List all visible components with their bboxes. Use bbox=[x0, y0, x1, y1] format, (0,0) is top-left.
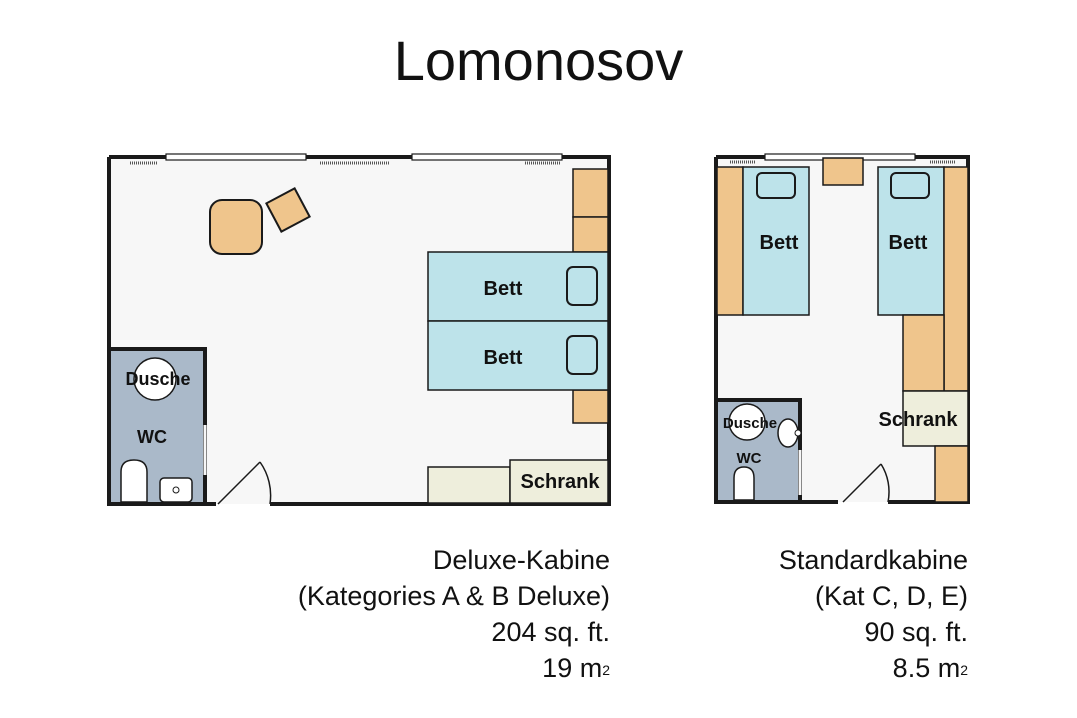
deluxe-side-table bbox=[265, 187, 311, 233]
standard-shower-label: Dusche bbox=[723, 415, 777, 432]
standard-right-cabinet-2 bbox=[902, 314, 945, 392]
deluxe-caption-categories: (Kategories A & B Deluxe) bbox=[297, 581, 610, 611]
deluxe-armchair bbox=[209, 199, 263, 255]
standard-sink-drain bbox=[794, 429, 802, 437]
deluxe-wc-label: WC bbox=[137, 427, 167, 447]
deluxe-desk bbox=[427, 466, 511, 504]
deluxe-shower-label: Dusche bbox=[125, 369, 190, 389]
deluxe-caption-sqm: 19 m bbox=[542, 653, 603, 683]
standard-wardrobe-label: Schrank bbox=[879, 409, 959, 431]
standard-caption-sqm: 8.5 m bbox=[892, 653, 961, 683]
deluxe-bed-1-label: Bett bbox=[484, 278, 523, 300]
deluxe-caption: Deluxe-Kabine (Kategories A & B Deluxe) … bbox=[230, 542, 610, 686]
deluxe-shower bbox=[133, 357, 177, 401]
page-title: Lomonosov bbox=[393, 29, 684, 92]
deluxe-caption-name: Deluxe-Kabine bbox=[432, 545, 610, 575]
deluxe-caption-sqft: 204 sq. ft. bbox=[491, 617, 610, 647]
deluxe-entrance-door bbox=[217, 461, 272, 505]
deluxe-pillow-2 bbox=[566, 335, 598, 375]
standard-caption: Standardkabine (Kat C, D, E) 90 sq. ft. … bbox=[690, 542, 968, 686]
standard-caption-area: 8.5 m2 bbox=[690, 650, 968, 686]
standard-left-cabinet bbox=[716, 166, 744, 316]
standard-wc-label: WC bbox=[737, 450, 762, 467]
deluxe-bed-2-label: Bett bbox=[484, 347, 523, 369]
deluxe-toilet-icon bbox=[120, 459, 148, 503]
deluxe-window-right bbox=[411, 153, 563, 161]
standard-shower bbox=[728, 403, 766, 441]
standard-caption-name: Standardkabine bbox=[778, 545, 968, 575]
deluxe-sink-drain bbox=[172, 486, 180, 494]
standard-caption-categories: (Kat C, D, E) bbox=[814, 581, 968, 611]
standard-toilet-icon bbox=[733, 466, 755, 501]
deluxe-cabinet-2 bbox=[572, 216, 609, 253]
deluxe-wardrobe bbox=[509, 459, 609, 504]
standard-wardrobe bbox=[902, 390, 969, 447]
standard-entrance-door bbox=[842, 463, 890, 503]
standard-right-cabinet-3 bbox=[934, 445, 969, 503]
deluxe-nightstand bbox=[572, 389, 609, 424]
deluxe-bed-1 bbox=[427, 251, 609, 322]
standard-caption-sup: 2 bbox=[960, 662, 968, 678]
standard-bed-1-label: Bett bbox=[760, 232, 799, 254]
deluxe-cabin-plan: Bett Bett Schrank Dusche WC bbox=[107, 153, 611, 506]
standard-pillow-2 bbox=[890, 172, 930, 199]
deluxe-caption-sup: 2 bbox=[602, 662, 610, 678]
deluxe-pillow-1 bbox=[566, 266, 598, 306]
deluxe-sink bbox=[159, 477, 193, 503]
deluxe-cabinet-1 bbox=[572, 168, 609, 218]
standard-cabin-plan: Bett Bett Schrank Dusche WC bbox=[714, 153, 970, 504]
deluxe-caption-area: 19 m2 bbox=[230, 650, 610, 686]
deluxe-wardrobe-label: Schrank bbox=[521, 471, 601, 493]
standard-bed-2-label: Bett bbox=[889, 232, 928, 254]
standard-right-cabinet-1 bbox=[943, 166, 969, 392]
standard-table bbox=[822, 157, 864, 186]
standard-pillow-1 bbox=[756, 172, 796, 199]
standard-caption-sqft: 90 sq. ft. bbox=[864, 617, 968, 647]
deluxe-window-left bbox=[165, 153, 307, 161]
